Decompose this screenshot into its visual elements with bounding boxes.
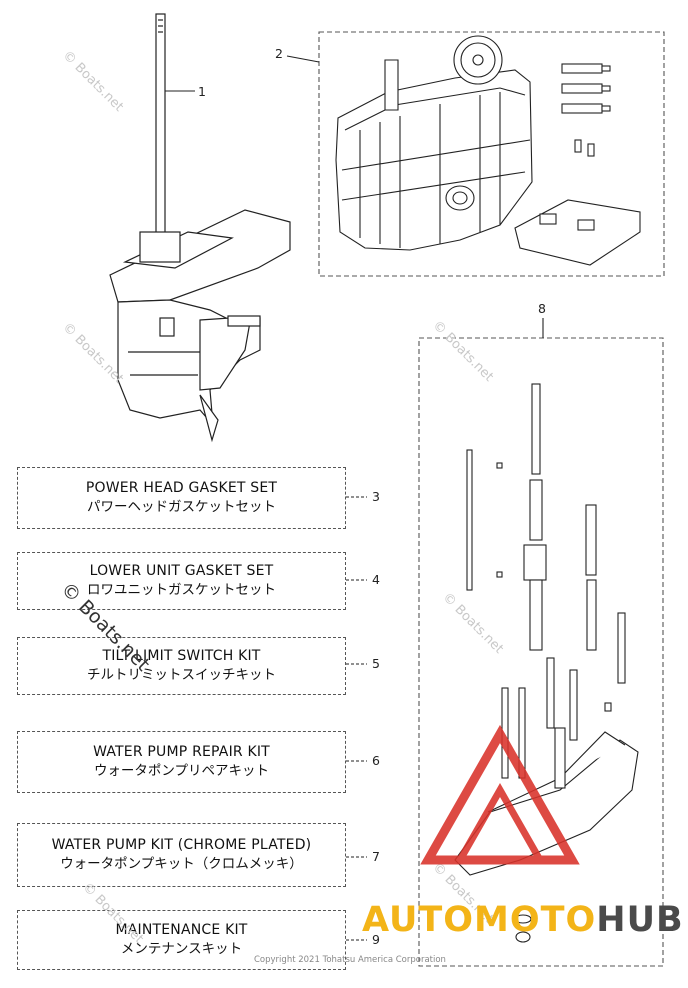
- kit-label-jp: ウォータポンプキット（クロムメッキ）: [60, 856, 303, 872]
- kit-box-water-pump-kit-chrome-plated: WATER PUMP KIT (CHROME PLATED) ウォータポンプキッ…: [17, 823, 346, 887]
- kit-box-water-pump-repair-kit: WATER PUMP REPAIR KIT ウォータポンプリペアキット: [17, 731, 346, 793]
- callout-6: 6: [372, 753, 380, 768]
- kit-label-en: WATER PUMP REPAIR KIT: [93, 744, 270, 760]
- kit-label-jp: ロワユニットガスケットセット: [87, 582, 276, 598]
- kit-8-group-box: [418, 337, 664, 967]
- kit-box-power-head-gasket-set: POWER HEAD GASKET SET パワーヘッドガスケットセット: [17, 467, 346, 529]
- brand-part-1: AUTOMOTO: [362, 900, 597, 940]
- brand-triangle-logo: [420, 724, 580, 865]
- kit-label-jp: チルトリミットスイッチキット: [87, 667, 276, 683]
- kit-label-en: POWER HEAD GASKET SET: [85, 480, 278, 496]
- callout-1: 1: [198, 84, 206, 99]
- powerhead-drawing: [335, 35, 641, 266]
- callout-5: 5: [372, 656, 380, 671]
- powerhead-group-box: [318, 31, 665, 277]
- kit-label-jp: メンテナンスキット: [120, 941, 243, 957]
- brand-part-2: HUB: [596, 900, 684, 940]
- kit-label-en: MAINTENANCE KIT: [115, 922, 248, 938]
- callout-2: 2: [275, 46, 283, 61]
- kit-box-lower-unit-gasket-set: LOWER UNIT GASKET SET ロワユニットガスケットセット: [17, 552, 346, 610]
- callout-7: 7: [372, 849, 380, 864]
- copyright-notice: Copyright 2021 Tohatsu America Corporati…: [254, 955, 446, 965]
- callout-9: 9: [372, 932, 380, 947]
- kit-box-maintenance-kit: MAINTENANCE KIT メンテナンスキット: [17, 910, 346, 970]
- lower-unit-drawing: [109, 13, 291, 443]
- spark-plug-icons: [561, 63, 611, 114]
- kit-box-tilt-limit-switch-kit: TILT LIMIT SWITCH KIT チルトリミットスイッチキット: [17, 637, 346, 695]
- kit-label-jp: ウォータポンプリペアキット: [93, 763, 270, 779]
- brand-wordmark: AUTOMOTOHUB: [362, 900, 684, 940]
- kit-label-en: WATER PUMP KIT (CHROME PLATED): [51, 837, 312, 853]
- callout-4: 4: [372, 572, 380, 587]
- kit-label-en: TILT LIMIT SWITCH KIT: [102, 648, 261, 664]
- callout-8: 8: [538, 301, 546, 316]
- kit-label-jp: パワーヘッドガスケットセット: [87, 499, 276, 515]
- callout-3: 3: [372, 489, 380, 504]
- kit-label-en: LOWER UNIT GASKET SET: [89, 563, 274, 579]
